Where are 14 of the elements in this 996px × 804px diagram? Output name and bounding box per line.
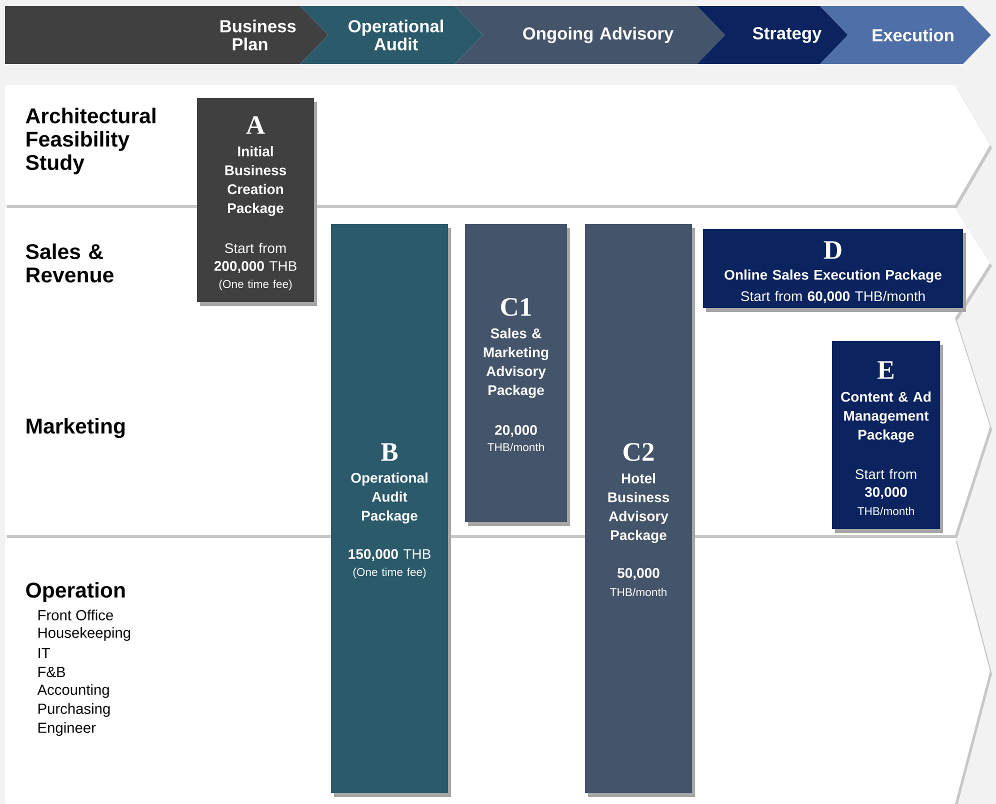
phase-banner: Ongoing Advisory (455, 6, 725, 64)
department-item: F&B (38, 666, 66, 678)
department-item: Housekeeping (38, 627, 130, 641)
row-heading: Operation (26, 582, 125, 602)
phase-banner: Business Plan (5, 6, 328, 64)
department-item: IT (38, 648, 50, 658)
department-item: Engineer (38, 722, 96, 736)
department-item: Accounting (37, 684, 109, 698)
department-item: Purchasing (38, 703, 110, 717)
phase-banner: Operational Audit (300, 6, 483, 64)
row-heading: Sales & Revenue (26, 244, 114, 282)
phase-banner: Strategy (697, 6, 848, 64)
phase-banner: Execution (820, 6, 991, 64)
department-item: Front Office (38, 610, 113, 620)
